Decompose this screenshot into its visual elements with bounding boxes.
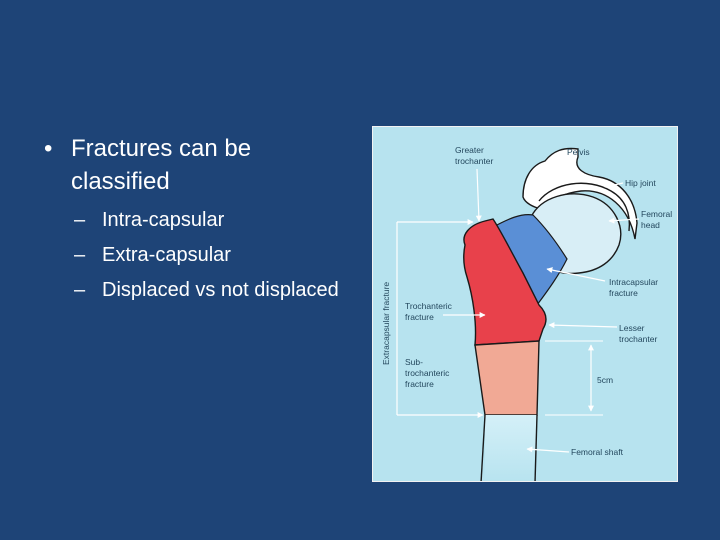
- bullet-list: • Fractures can be classified – Intra-ca…: [44, 132, 344, 311]
- intracapsular-fracture-arrow: [546, 267, 606, 282]
- acetabulum-rim: [538, 182, 631, 232]
- greater-trochanter-label: trochanter: [455, 156, 493, 166]
- shaft-edge-right: [534, 414, 538, 481]
- sub-bullet-text: Displaced vs not displaced: [102, 279, 339, 301]
- femoral-shaft-arrow: [526, 446, 570, 453]
- hip-fracture-diagram: Extracapsular fracture Greater trochante…: [372, 126, 678, 482]
- distance-label: 5cm: [597, 375, 613, 385]
- bullet-main: • Fractures can be classified: [44, 132, 344, 198]
- pelvis-label: Pelvis: [567, 147, 590, 157]
- shaft-edge-left: [480, 414, 486, 481]
- subtrochanteric-fracture-label: trochanteric: [405, 368, 450, 378]
- subtrochanteric-fracture-label: Sub-: [405, 357, 423, 367]
- trochanteric-fracture-label: fracture: [405, 312, 434, 322]
- dash-icon: –: [74, 279, 86, 301]
- subtrochanteric-region: [474, 340, 540, 416]
- sub-bullet-intracapsular: – Intra-capsular: [74, 206, 344, 235]
- bullet-dot-icon: •: [44, 135, 53, 162]
- sub-bullet-displaced: – Displaced vs not displaced: [74, 276, 344, 305]
- hip-joint-label: Hip joint: [625, 178, 656, 188]
- lesser-trochanter-arrow: [548, 322, 618, 329]
- intracapsular-fracture-label: Intracapsular: [609, 277, 658, 287]
- femoral-head-arrow: [608, 217, 640, 224]
- femoral-head-label: head: [641, 220, 660, 230]
- greater-trochanter-arrow: [475, 168, 482, 222]
- extracapsular-fracture-label: Extracapsular fracture: [381, 282, 391, 365]
- femoral-head-label: Femoral: [641, 209, 672, 219]
- lesser-trochanter-label: Lesser: [619, 323, 645, 333]
- femoral-shaft-label: Femoral shaft: [571, 447, 624, 457]
- sub-bullet-text: Intra-capsular: [102, 209, 225, 231]
- trochanteric-fracture-label: Trochanteric: [405, 301, 453, 311]
- dash-icon: –: [74, 209, 86, 231]
- sub-bullet-list: – Intra-capsular – Extra-capsular – Disp…: [74, 206, 344, 305]
- intracapsular-fracture-label: fracture: [609, 288, 638, 298]
- dash-icon: –: [74, 244, 86, 266]
- sub-bullet-extracapsular: – Extra-capsular: [74, 241, 344, 270]
- femoral-shaft: [485, 415, 537, 481]
- subtrochanteric-fracture-label: fracture: [405, 379, 434, 389]
- diagram-svg: Extracapsular fracture Greater trochante…: [381, 145, 672, 481]
- hip-joint-arrow: [604, 182, 624, 189]
- greater-trochanter-label: Greater: [455, 145, 484, 155]
- bullet-main-text: Fractures can be classified: [71, 135, 252, 195]
- lesser-trochanter-label: trochanter: [619, 334, 657, 344]
- sub-bullet-text: Extra-capsular: [102, 244, 231, 266]
